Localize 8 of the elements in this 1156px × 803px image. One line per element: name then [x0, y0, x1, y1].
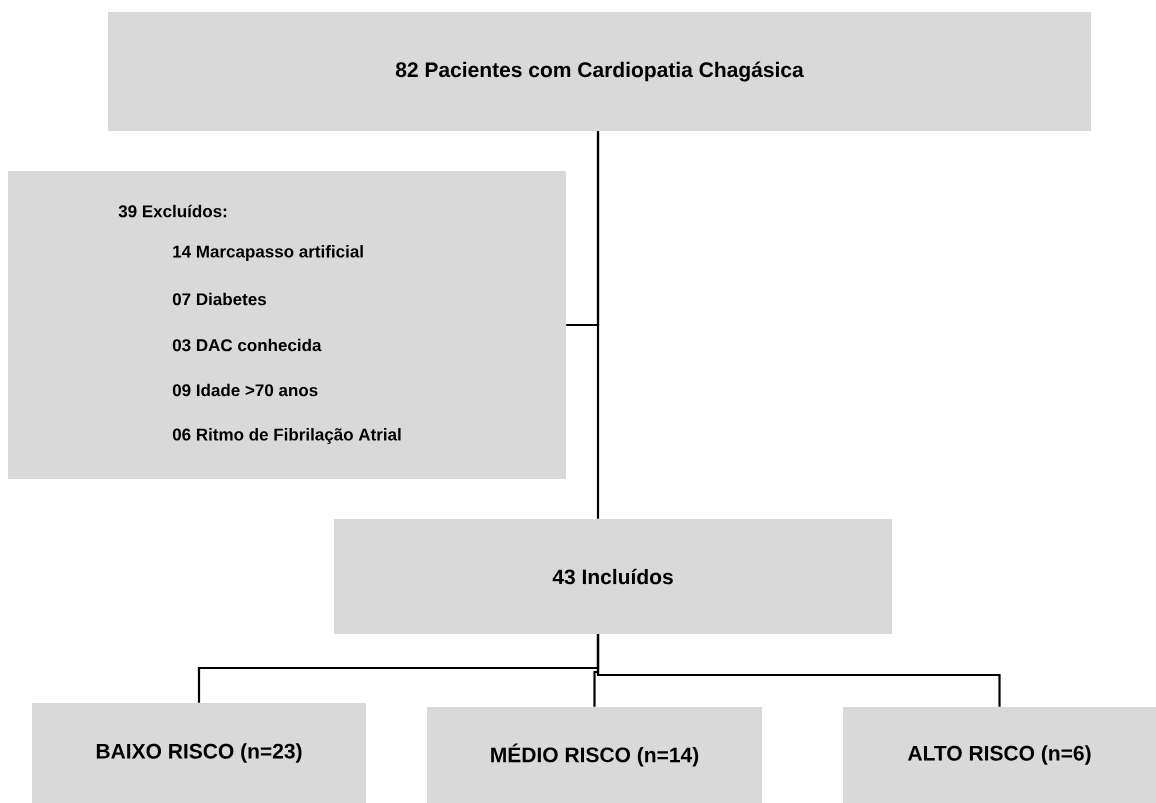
- process-box: MÉDIO RISCO (n=14): [427, 707, 762, 803]
- process-box: BAIXO RISCO (n=23): [32, 703, 366, 803]
- exclusion-box: 39 Excluídos: 14 Marcapasso artificial 07 Diabetes 03 DAC conhecida 09 Idade >70 anos 06 Ritmo de Fibrilação Atrial: [8, 171, 566, 479]
- process-box: 43 Incluídos: [334, 519, 892, 634]
- connector-line: [596, 634, 1001, 707]
- connector-line: [596, 131, 600, 519]
- process-box: ALTO RISCO (n=6): [843, 707, 1156, 803]
- process-box: 82 Pacientes com Cardiopatia Chagásica: [108, 12, 1091, 131]
